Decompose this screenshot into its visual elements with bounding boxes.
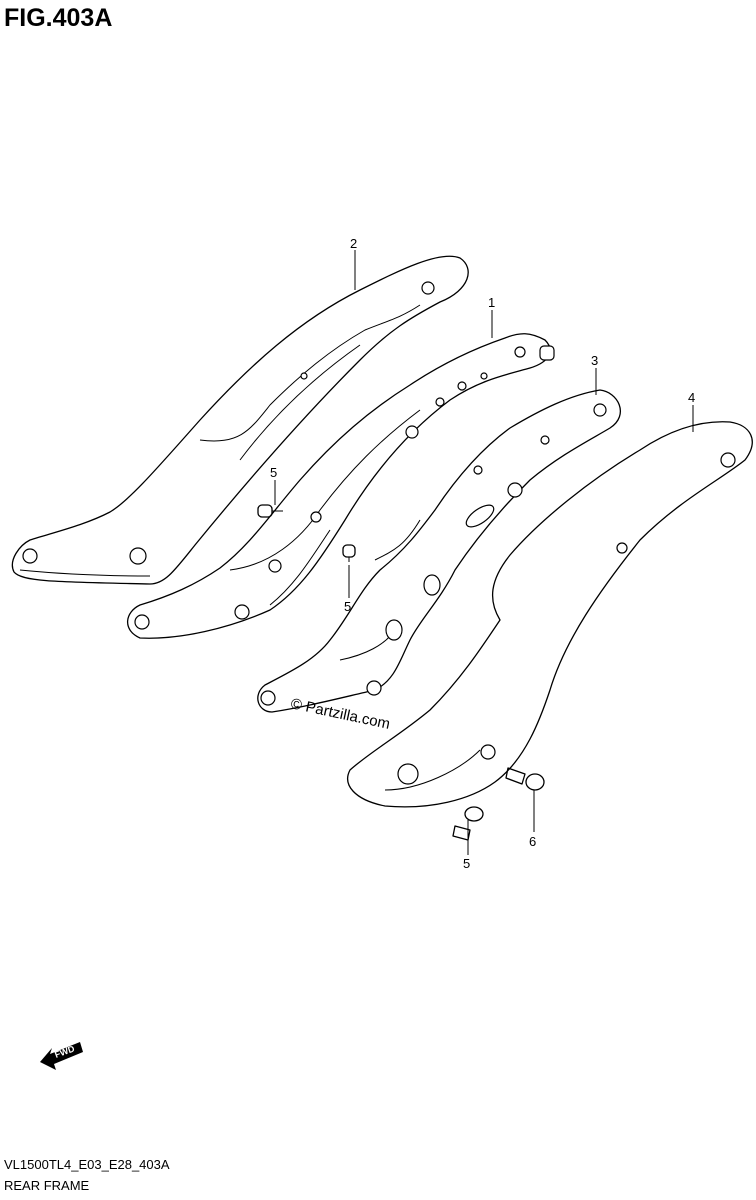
watermark: © Partzilla.com bbox=[289, 695, 391, 733]
callout-5-middle: 5 bbox=[344, 599, 351, 614]
part-3-frame-rail[interactable] bbox=[257, 389, 621, 713]
bolt-5-upper[interactable] bbox=[257, 504, 283, 518]
callout-2: 2 bbox=[350, 236, 357, 251]
figure-code: VL1500TL4_E03_E28_403A bbox=[4, 1157, 170, 1172]
bolt-5-middle[interactable] bbox=[342, 544, 356, 562]
callout-5-lower: 5 bbox=[463, 856, 470, 871]
figure-name: REAR FRAME bbox=[4, 1178, 90, 1193]
callout-4: 4 bbox=[688, 390, 695, 405]
part-4-frame-rail[interactable] bbox=[347, 421, 753, 808]
callout-3: 3 bbox=[591, 353, 598, 368]
callout-5-upper: 5 bbox=[270, 465, 277, 480]
part-2-frame-rail[interactable] bbox=[11, 255, 469, 585]
fwd-arrow-icon: FWD bbox=[40, 1042, 83, 1070]
figure-title: FIG.403A bbox=[4, 4, 113, 32]
bolt-6[interactable] bbox=[505, 767, 545, 791]
callout-6: 6 bbox=[529, 834, 536, 849]
callout-1: 1 bbox=[488, 295, 495, 310]
part-1-frame-rail[interactable] bbox=[126, 333, 555, 639]
